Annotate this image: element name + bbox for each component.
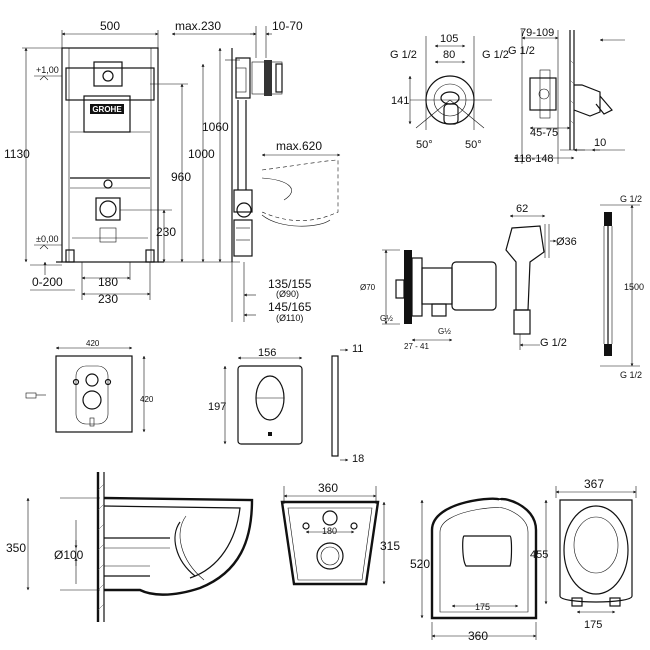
- dim-79-109: 79-109: [520, 27, 554, 39]
- hose-g-top: G 1/2: [620, 194, 642, 204]
- dim-d110: (Ø110): [276, 313, 303, 323]
- dim-118-148: 118-148: [514, 153, 554, 165]
- dim-d90: (Ø90): [276, 289, 299, 299]
- seat-hinge: 175: [584, 619, 602, 631]
- plate-height: 197: [208, 401, 226, 413]
- shower-hose-view: G 1/2 1500 G 1/2: [600, 194, 644, 380]
- seat-view: 367 175 455: [530, 477, 637, 631]
- dim-d36: Ø36: [556, 236, 577, 248]
- mixer-g-right: G 1/2: [482, 49, 509, 61]
- dim-d70: Ø70: [360, 283, 376, 292]
- plate-d18: 18: [352, 453, 364, 465]
- bowl-side-view: 350 Ø100: [6, 472, 254, 622]
- bowl-back-width: 360: [318, 481, 338, 495]
- plate-width: 156: [258, 347, 276, 359]
- bowl-top-height: 520: [410, 557, 430, 571]
- angle-right: 50°: [465, 139, 482, 151]
- bowl-top-width: 360: [468, 629, 488, 643]
- dim-230-height: 230: [156, 225, 176, 239]
- mat-height: 420: [140, 395, 154, 404]
- dim-10: 10: [594, 137, 606, 149]
- seat-width: 367: [584, 477, 604, 491]
- mixer-front-view: 105 80 G 1/2 G 1/2 141 50° 50°: [390, 33, 509, 151]
- shower-valve-view: Ø70 G½ G½ 27 - 41: [360, 249, 497, 351]
- gun-g: G 1/2: [540, 337, 567, 349]
- frame-front-view: GROHE: [56, 47, 164, 263]
- valve-g-in: G½: [380, 314, 393, 323]
- dim-max620: max.620: [276, 139, 322, 153]
- level-zero: ±0,00: [36, 234, 58, 244]
- dim-45-75: 45-75: [530, 127, 558, 139]
- bowl-top-view: 175 520 360: [410, 497, 538, 643]
- dim-500: 500: [100, 19, 120, 33]
- mixer-g-left: G 1/2: [390, 49, 417, 61]
- mat-width: 420: [86, 339, 100, 348]
- dim-0-200: 0-200: [32, 275, 63, 289]
- dim-105: 105: [440, 33, 458, 45]
- bowl-height: 350: [6, 541, 26, 555]
- seat-height: 455: [530, 549, 548, 561]
- dim-max230: max.230: [175, 19, 221, 33]
- level-top: +1,00: [36, 65, 59, 75]
- mixer-side-view: 79-109 G 1/2 45-75 118-148 10: [508, 27, 625, 165]
- dim-1130: 1130: [4, 147, 30, 161]
- angle-left: 50°: [416, 139, 433, 151]
- grohe-logo: GROHE: [92, 105, 122, 114]
- valve-g-out: G½: [438, 327, 451, 336]
- dim-1060: 1060: [202, 120, 229, 134]
- frame-side-view: max.230 10-70 max.620 135/155 (Ø90) 145/…: [171, 19, 341, 323]
- dim-80: 80: [443, 49, 455, 61]
- mixer-g-side: G 1/2: [508, 45, 535, 57]
- dim-1000: 1000: [188, 147, 215, 161]
- hose-g-bottom: G 1/2: [620, 370, 642, 380]
- bowl-holes: 180: [322, 526, 337, 536]
- dim-141: 141: [391, 95, 409, 107]
- bowl-outlet: Ø100: [54, 548, 84, 562]
- sound-mat-view: 420 420: [25, 339, 154, 433]
- dim-10-70: 10-70: [272, 19, 303, 33]
- bowl-back-view: 360 180 315: [280, 481, 400, 586]
- dim-960: 960: [171, 170, 191, 184]
- dim-230-bottom: 230: [98, 292, 118, 306]
- plate-d11: 11: [352, 343, 363, 355]
- dim-135-155: 135/155: [268, 277, 312, 291]
- dim-27-41: 27 - 41: [404, 342, 429, 351]
- hand-shower-view: 62 Ø36 G 1/2: [505, 203, 577, 350]
- frame-dimensions: 500 1130 +1,00 ±0,00 0-200 180 230 230 9…: [4, 19, 240, 306]
- dim-1500: 1500: [624, 282, 644, 292]
- bowl-top-inner: 175: [475, 602, 490, 612]
- flush-plate-view: 156 197 11 18: [208, 343, 364, 465]
- dim-145-165: 145/165: [268, 300, 312, 314]
- dim-62: 62: [516, 203, 528, 215]
- dim-180: 180: [98, 275, 118, 289]
- bowl-back-height: 315: [380, 539, 400, 553]
